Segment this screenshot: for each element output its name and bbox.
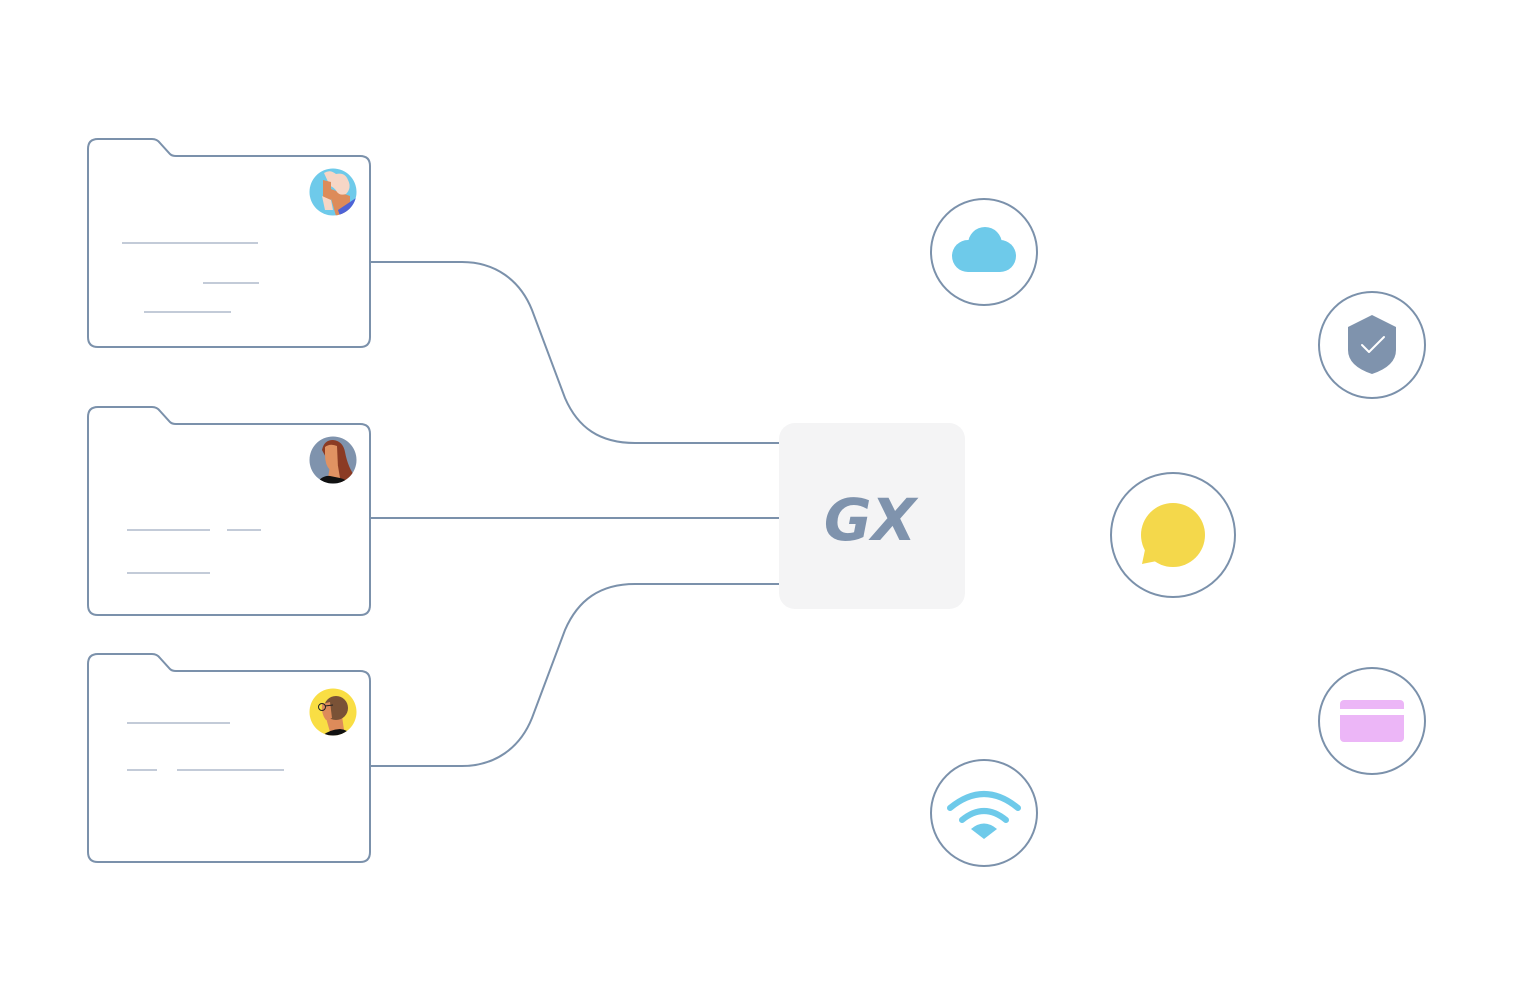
placeholder-lines [122,242,259,313]
credit-card-icon [1340,700,1404,742]
wifi-icon [947,791,1021,839]
cloud-icon [952,227,1016,272]
service-security[interactable] [1318,291,1426,399]
folder-2[interactable] [87,406,371,616]
folder-1[interactable] [87,138,371,348]
hub-logo: GX [824,486,920,554]
folder-outline [87,653,371,863]
connector-folder-3 [370,583,779,767]
folder-3[interactable] [87,653,371,863]
placeholder-lines [127,529,261,574]
gx-hub[interactable]: GX [779,423,965,609]
shield-check-icon [1348,315,1396,374]
avatar-person-blue [309,168,357,216]
chat-bubble-icon [1141,503,1205,567]
connector-folder-1 [370,261,779,444]
avatar-person-red-hair [309,436,357,484]
folder-outline [87,406,371,616]
connectors [370,261,779,767]
service-payment[interactable] [1318,667,1426,775]
service-cloud[interactable] [930,198,1038,306]
hub-box [779,423,965,609]
service-wifi[interactable] [930,759,1038,867]
placeholder-lines [127,722,284,771]
service-chat[interactable] [1110,472,1236,598]
